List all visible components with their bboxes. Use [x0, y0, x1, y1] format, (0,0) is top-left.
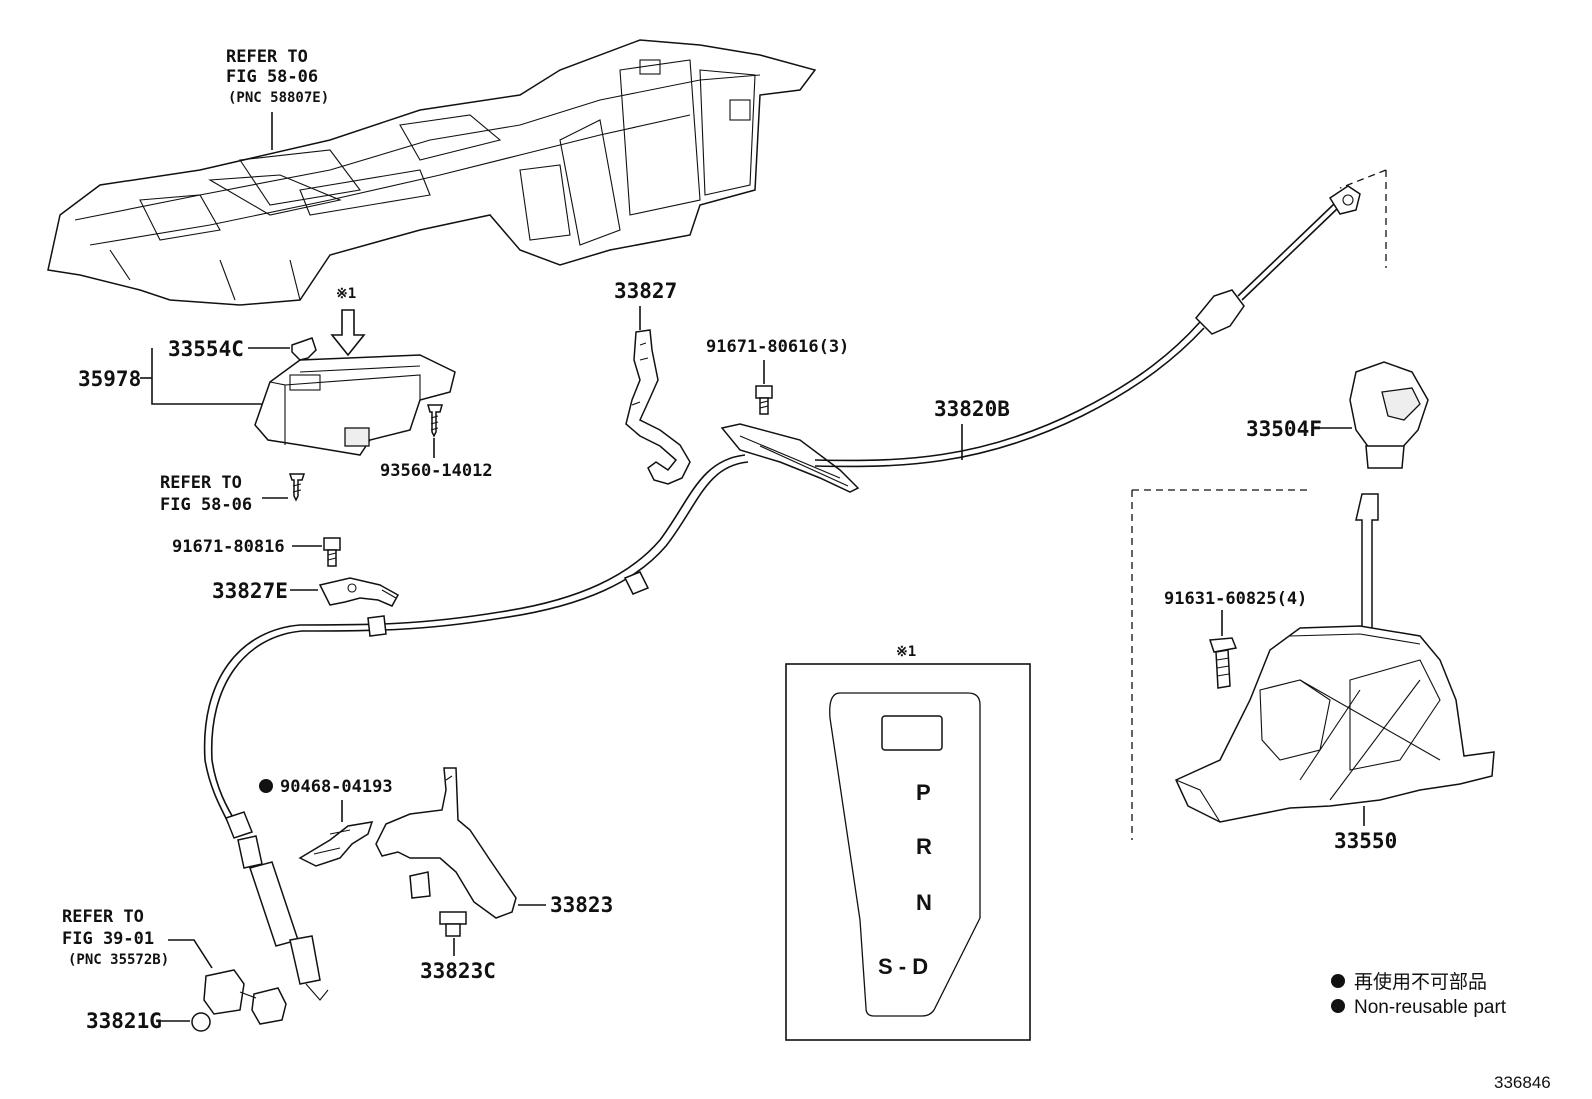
bolt-91631-illustration: [1208, 637, 1238, 689]
non-reusable-mark-icon: [259, 779, 273, 793]
note-mark: ※1: [336, 286, 356, 302]
shift-lever-illustration: [1175, 493, 1495, 823]
lock-illustration: [203, 969, 287, 1025]
clip-33554C-illustration: [291, 337, 317, 361]
shift-cable-illustration: [203, 185, 1361, 1001]
console-ref-line2: FIG 58-06: [226, 67, 318, 87]
arrow-down-icon: [330, 309, 366, 357]
part-33823: 33823: [550, 893, 613, 917]
indicator-illustration: [254, 354, 456, 456]
gate-plate: [829, 692, 981, 1017]
clip-33827E-illustration: [318, 577, 400, 607]
part-33504F: 33504F: [1246, 417, 1322, 441]
screw-ref-illustration: [288, 473, 306, 502]
gate-inset-frame: [785, 663, 1031, 1041]
part-93560-14012: 93560-14012: [380, 461, 493, 481]
gate-p: P: [916, 780, 931, 805]
bracket-33823-illustration: [375, 767, 517, 919]
part-33823C: 33823C: [420, 959, 496, 983]
illustration-id: 336846: [1494, 1073, 1551, 1092]
clip-33821G-illustration: [191, 1012, 211, 1032]
lock-ref-line1: REFER TO: [62, 907, 144, 927]
leader-lock-ref: [168, 939, 213, 969]
assembly-boundary-top: [1339, 169, 1387, 189]
part-35978: 35978: [78, 367, 141, 391]
screw-ref-line2: FIG 58-06: [160, 495, 252, 515]
legend-english: Non-reusable part: [1354, 997, 1507, 1018]
gate-window: [881, 715, 943, 751]
console-ref-line3: (PNC 58807E): [228, 90, 329, 106]
retainer-90468-illustration: [298, 821, 374, 867]
assembly-boundary: [1131, 170, 1387, 840]
part-91631-60825: 91631-60825(4): [1164, 589, 1307, 609]
part-90468-04193: 90468-04193: [280, 777, 393, 797]
bracket-35978: [151, 348, 262, 405]
console-box-illustration: [47, 39, 817, 306]
part-91671-80816: 91671-80816: [172, 537, 285, 557]
legend-japanese: 再使用不可部品: [1354, 971, 1487, 993]
bolt-91671-80616-illustration: [755, 385, 773, 415]
screw-93560-illustration: [427, 404, 443, 438]
shift-knob-illustration: [1349, 361, 1429, 469]
bolt-91671-80816-illustration: [323, 537, 341, 567]
lock-ref-line3: (PNC 35572B): [68, 952, 169, 968]
screw-ref-line1: REFER TO: [160, 473, 242, 493]
part-33820B: 33820B: [934, 397, 1010, 421]
part-33550: 33550: [1334, 829, 1397, 853]
part-33821G: 33821G: [86, 1009, 162, 1033]
bolt-33823C-illustration: [439, 911, 467, 937]
legend-dot-icon: [1331, 999, 1345, 1013]
lock-ref-line2: FIG 39-01: [62, 929, 154, 949]
gate-n: N: [916, 890, 932, 915]
part-91671-80616: 91671-80616(3): [706, 337, 849, 357]
console-ref-line1: REFER TO: [226, 47, 308, 67]
part-33554C: 33554C: [168, 337, 244, 361]
inset-mark: ※1: [896, 644, 916, 660]
legend-dot-icon: [1331, 974, 1345, 988]
part-33827E: 33827E: [212, 579, 288, 603]
bracket-33827-illustration: [625, 329, 691, 485]
part-33827: 33827: [614, 279, 677, 303]
gate-sd: S - D: [878, 954, 928, 979]
gate-r: R: [916, 834, 932, 859]
